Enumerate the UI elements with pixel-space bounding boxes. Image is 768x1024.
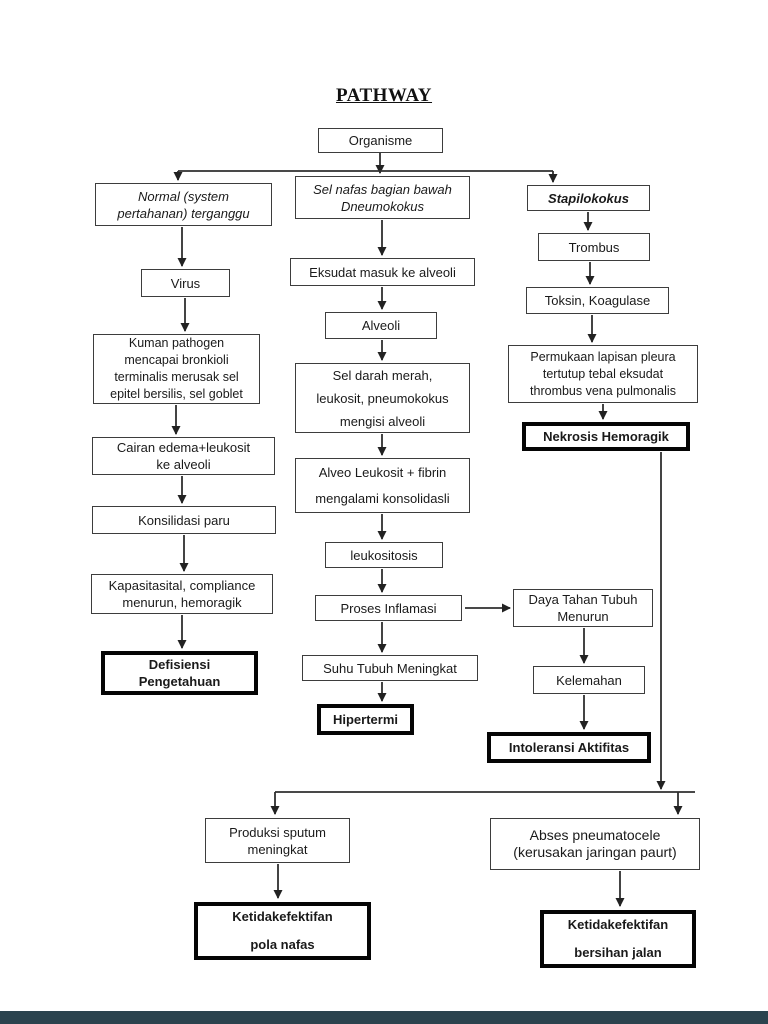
node-nekrosis-hemoragik: Nekrosis Hemoragik [522, 422, 690, 451]
node-alveo-leukosit-fibrin: Alveo Leukosit + fibrin mengalami konsol… [295, 458, 470, 513]
node-suhu-tubuh-meningkat: Suhu Tubuh Meningkat [302, 655, 478, 681]
node-virus: Virus [141, 269, 230, 297]
node-produksi-sputum-meningkat: Produksi sputum meningkat [205, 818, 350, 863]
page-title: PATHWAY [335, 85, 433, 106]
node-defisiensi-pengetahuan: Defisiensi Pengetahuan [101, 651, 258, 695]
node-permukaan-lapisan-pleura: Permukaan lapisan pleura tertutup tebal … [508, 345, 698, 403]
node-kelemahan: Kelemahan [533, 666, 645, 694]
node-toksin-koagulase: Toksin, Koagulase [526, 287, 669, 314]
node-stapilokokus: Stapilokokus [527, 185, 650, 211]
node-sel-darah-merah: Sel darah merah, leukosit, pneumokokus m… [295, 363, 470, 433]
node-konsilidasi-paru: Konsilidasi paru [92, 506, 276, 534]
node-eksudat-masuk-ke-alveoli: Eksudat masuk ke alveoli [290, 258, 475, 286]
node-trombus: Trombus [538, 233, 650, 261]
node-organisme: Organisme [318, 128, 443, 153]
node-daya-tahan-tubuh-menurun: Daya Tahan Tubuh Menurun [513, 589, 653, 627]
node-kapasitasital-compliance: Kapasitasital, compliance menurun, hemor… [91, 574, 273, 614]
node-alveoli: Alveoli [325, 312, 437, 339]
node-abses-pneumatocele: Abses pneumatocele (kerusakan jaringan p… [490, 818, 700, 870]
node-kuman-pathogen: Kuman pathogen mencapai bronkioli termin… [93, 334, 260, 404]
viewer-bottom-bar [0, 1011, 768, 1024]
node-cairan-edema-leukosit: Cairan edema+leukosit ke alveoli [92, 437, 275, 475]
node-leukositosis: leukositosis [325, 542, 443, 568]
node-hipertermi: Hipertermi [317, 704, 414, 735]
node-normal-system-pertahanan-terganggu: Normal (system pertahanan) terganggu [95, 183, 272, 226]
node-sel-nafas-bagian-bawah: Sel nafas bagian bawah Dneumokokus [295, 176, 470, 219]
node-ketidakefektifan-bersihan-jalan: Ketidakefektifan bersihan jalan [540, 910, 696, 968]
node-proses-inflamasi: Proses Inflamasi [315, 595, 462, 621]
node-intoleransi-aktifitas: Intoleransi Aktifitas [487, 732, 651, 763]
node-ketidakefektifan-pola-nafas: Ketidakefektifan pola nafas [194, 902, 371, 960]
